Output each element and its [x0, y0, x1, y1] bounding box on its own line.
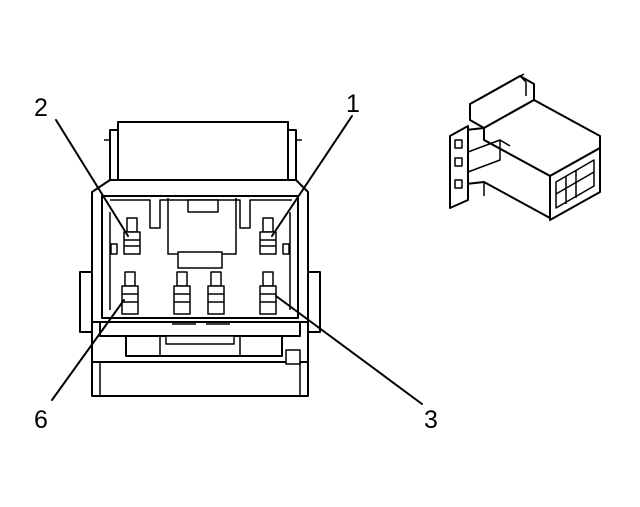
pin-label-3: 3 — [424, 406, 438, 434]
pin-label-2: 2 — [34, 94, 48, 122]
top-latch — [104, 121, 302, 181]
pin-label-1: 1 — [346, 90, 360, 118]
leader-line-pin-2 — [55, 119, 129, 237]
terminal-pin-2 — [123, 217, 141, 255]
polarization-key — [285, 349, 301, 365]
right-side-ear — [308, 271, 321, 333]
pin-label-6: 6 — [34, 406, 48, 434]
housing-outline — [91, 179, 309, 397]
terminal-pin-1 — [259, 217, 277, 255]
terminal-pin-4 — [207, 271, 225, 315]
leader-line-pin-3 — [275, 295, 423, 405]
terminal-pin-5 — [173, 271, 191, 315]
leader-line-pin-6 — [51, 299, 125, 401]
left-side-ear — [79, 271, 92, 333]
terminal-pin-3 — [259, 271, 277, 315]
connector-isometric-view — [449, 73, 601, 221]
leader-line-pin-1 — [271, 115, 353, 237]
terminal-pin-6 — [121, 271, 139, 315]
connector-face-view — [79, 121, 321, 397]
